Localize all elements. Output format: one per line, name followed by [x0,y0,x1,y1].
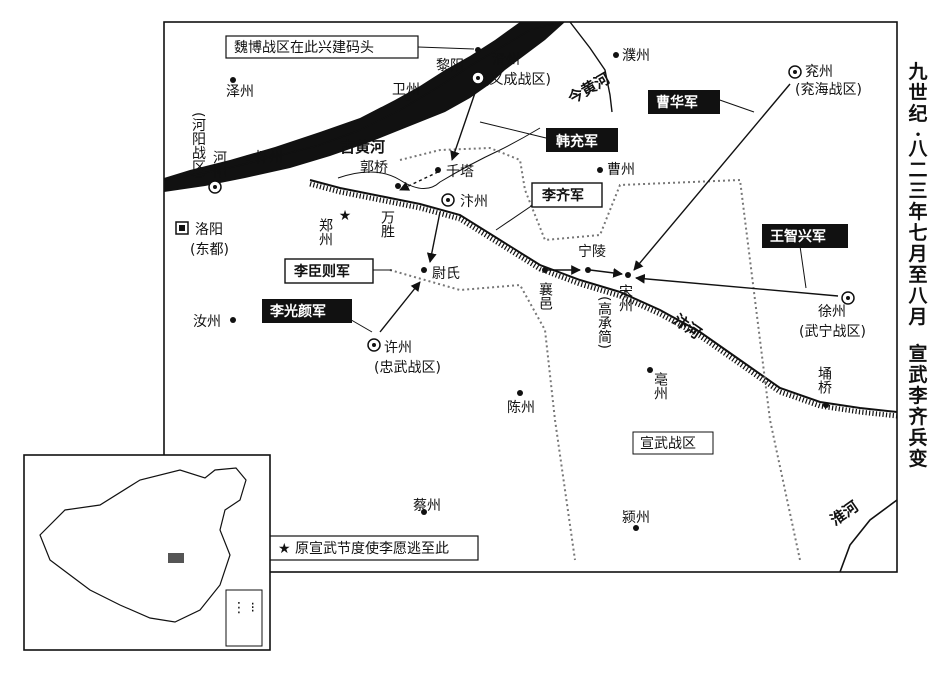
svg-text:蔡州: 蔡州 [413,498,441,514]
title-char: 八 [908,285,928,307]
title-char: 月 [907,243,927,265]
svg-text:濮州: 濮州 [622,48,650,64]
xuanwu-zone-box [632,431,714,455]
svg-text:怀州: 怀州 [255,150,283,166]
svg-text:郭桥: 郭桥 [360,159,388,176]
svg-text:汝州: 汝州 [193,314,221,330]
svg-text:颍州: 颍州 [622,510,650,526]
inset-islands-icon: ⋮ ⁝ [232,600,255,616]
army-arrows [333,46,839,333]
svg-text:韩充军: 韩充军 [556,133,598,150]
bian-river-hatch [309,181,898,419]
ancient-yellow-river [163,21,561,181]
title-char: 兵 [908,427,927,449]
svg-text:李齐军: 李齐军 [541,187,584,204]
svg-text:李光颜军: 李光颜军 [269,303,326,320]
svg-text:宋州: 宋州 [617,284,633,312]
svg-text:河阳: 河阳 [211,150,227,178]
svg-text:徐州: 徐州 [818,304,846,320]
svg-text:(高承简): (高承简) [596,296,612,349]
city-markers: ★ [175,47,855,531]
title-char: 变 [908,447,927,470]
title-char: 八 [908,138,928,160]
svg-text:埇桥: 埇桥 [816,366,832,394]
map-frame [163,21,898,573]
svg-text:陈州: 陈州 [507,399,535,416]
title-char: 九 [907,61,927,83]
river-loop [337,127,541,189]
title-char: 武 [908,364,927,386]
legend-text: ★ 原宣武节度使李愿逃至此 [278,540,449,557]
svg-text:古黄河: 古黄河 [340,138,385,156]
svg-text:曹州: 曹州 [607,162,635,178]
legend-box [267,535,479,561]
title-char: 二 [908,159,927,181]
svg-text:兖州: 兖州 [805,64,833,80]
svg-text:宁陵: 宁陵 [578,243,606,260]
army-label-han-yun: 韩充军 [546,128,618,152]
svg-text:(忠武战区): (忠武战区) [374,360,441,376]
svg-text:(兖海战区): (兖海战区) [795,82,862,98]
xuanwu-boundary [399,146,801,561]
svg-text:洛阳: 洛阳 [195,222,223,238]
army-label-li-guangyan: 李光颜军 [262,299,352,323]
wharf-callout-text: 魏博战区在此兴建码头 [234,39,374,56]
svg-text:卫州: 卫州 [392,82,420,98]
svg-text:黎阳: 黎阳 [436,58,464,74]
svg-text:滑州: 滑州 [492,51,520,68]
army-label-wang-zhixing: 王智兴军 [762,224,848,248]
title-char: 齐 [908,405,928,428]
svg-text:王智兴军: 王智兴军 [770,228,826,245]
svg-text:泽州: 泽州 [226,84,254,100]
svg-text:千塔: 千塔 [446,164,474,180]
yellow-river-band [164,22,565,192]
army-label-li-chenze: 李臣则军 [284,258,374,284]
svg-text:李臣则军: 李臣则军 [293,263,350,280]
svg-text:汴州: 汴州 [460,194,488,210]
place-labels: 滑州 (义成战区) 黎阳 濮州 兖州 (兖海战区) 泽州 卫州 怀州 郭桥 千塔… [190,48,866,526]
svg-text:襄邑: 襄邑 [537,282,553,310]
xuanwu-zone-label: 宣武战区 [640,436,696,452]
army-label-li-jie: 李齐军 [531,182,603,208]
svg-text:(东都): (东都) [190,242,229,258]
bian-river [309,179,898,413]
star-icon: ★ [339,208,352,224]
svg-text:尉氏: 尉氏 [432,266,460,282]
svg-text:郑州: 郑州 [317,218,333,246]
svg-text:(武宁战区): (武宁战区) [799,323,866,340]
china-inset-map: ⋮ ⁝ [23,454,271,651]
svg-text:(河阳战区): (河阳战区) [190,112,206,179]
title-char: 李 [907,385,928,407]
army-label-cao-hua: 曹华军 [648,90,720,114]
svg-text:亳州: 亳州 [652,371,668,400]
svg-text:(义成战区): (义成战区) [484,72,551,88]
title-char: 年 [908,200,927,223]
title-char: 七 [908,222,927,244]
title-char: 至 [908,264,927,286]
svg-text:曹华军: 曹华军 [656,94,698,111]
title-char: 宣 [908,342,927,365]
title-char: · [915,124,922,146]
svg-text:万胜: 万胜 [379,210,395,238]
huai-river [839,499,898,573]
xuanwu-boundary-south [389,269,576,561]
title-char: 纪 [908,102,927,125]
svg-text:许州: 许州 [384,340,412,356]
modern-yellow-river [569,21,613,113]
wharf-callout [225,35,419,59]
title-char: 三 [908,180,927,202]
title-char: 月 [907,306,927,328]
title-char: 世 [908,82,927,104]
